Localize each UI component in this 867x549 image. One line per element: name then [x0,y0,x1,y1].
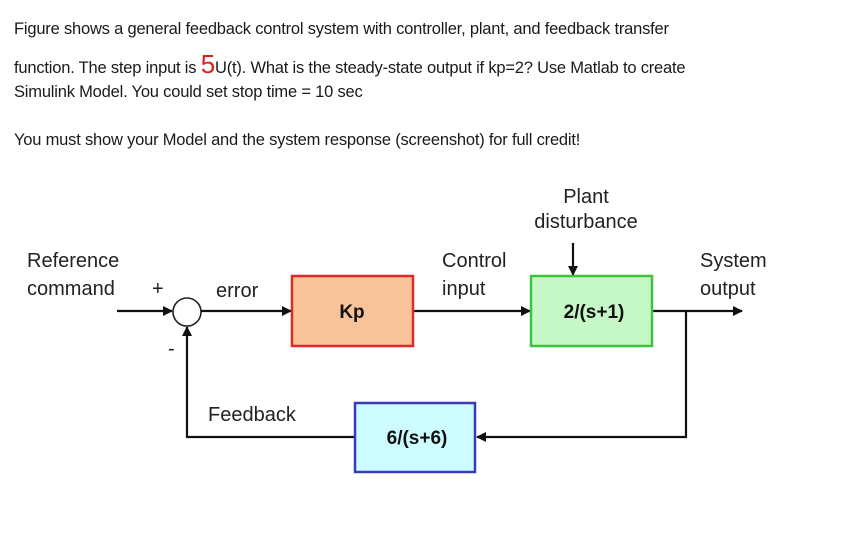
feedback-block: 6/(s+6) [353,401,477,474]
disturbance-label-2: disturbance [534,211,637,233]
error-label: error [216,280,259,302]
controller-label: Kp [339,302,364,323]
feedback-box [353,401,477,474]
output-label-1: System [700,250,767,272]
controller-box [290,274,415,348]
question-line-2-pre: function. The step input is [14,59,201,77]
minus-sign: - [168,338,175,360]
plus-sign: + [152,278,164,300]
reference-label-1: Reference [27,250,119,272]
control-input-label-1: Control [442,250,506,272]
plant-box [529,274,654,348]
question-line-2: function. The step input is 5U(t). What … [14,51,686,78]
plant-block: 2/(s+1) [529,274,654,348]
question-line-3: Simulink Model. You could set stop time … [14,83,363,101]
step-amplitude: 5 [200,49,215,79]
control-input-label-2: input [442,278,486,300]
question-line-4: You must show your Model and the system … [14,131,581,149]
plant-label: 2/(s+1) [564,302,625,323]
feedback-label: Feedback [208,404,297,426]
reference-label-2: command [27,278,115,300]
question-line-2-post: U(t). What is the steady-state output if… [214,59,686,77]
feedback-block-label: 6/(s+6) [387,428,448,449]
feedback-path-to-sum [182,326,355,439]
question-line-1: Figure shows a general feedback control … [14,20,669,38]
disturbance-label-1: Plant [563,186,609,208]
summing-junction [172,297,202,327]
controller-block: Kp [290,274,415,348]
output-label-2: output [700,278,756,300]
feedback-path-return [476,311,688,442]
